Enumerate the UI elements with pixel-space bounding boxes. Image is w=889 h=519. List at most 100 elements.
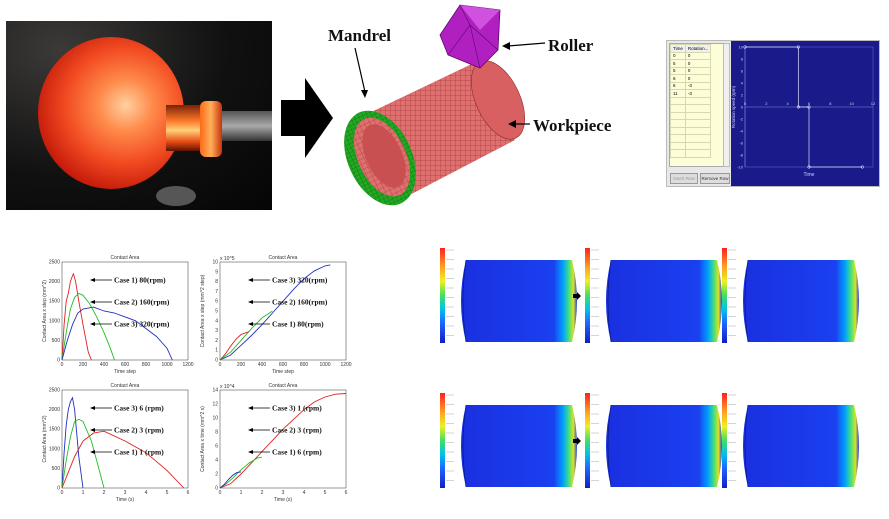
series-line xyxy=(219,331,250,361)
plot-area xyxy=(61,261,189,361)
x-tick-label: 200 xyxy=(237,362,246,368)
x-tick-label: 800 xyxy=(300,362,309,368)
x-tick-label: 8 xyxy=(829,101,832,106)
x-tick-label: 3 xyxy=(124,490,127,496)
annotation-arrowhead xyxy=(248,450,253,454)
x-tick-label: 200 xyxy=(79,362,88,368)
plot-area xyxy=(219,261,347,361)
rotation-point xyxy=(807,105,811,109)
y-tick-label: 0 xyxy=(741,105,744,110)
table-row[interactable]: 6-3 xyxy=(670,81,712,90)
y-tick-label: -6 xyxy=(739,141,743,146)
rotation-point xyxy=(743,45,747,49)
x-axis-label: Time step xyxy=(114,369,136,375)
y-tick-label: 2500 xyxy=(49,388,60,394)
series-line xyxy=(61,306,173,361)
cylinder-edge xyxy=(607,404,612,488)
color-legend-bar xyxy=(722,248,727,343)
contour-cylinder xyxy=(743,260,859,342)
y-tick-label: 1000 xyxy=(49,318,60,324)
cylinder-edge xyxy=(744,404,749,488)
workpiece-label: Workpiece xyxy=(533,116,612,135)
x-tick-label: 2 xyxy=(261,490,264,496)
contour-cylinder xyxy=(461,260,577,342)
insert-row-button[interactable]: Insert Row xyxy=(670,173,698,184)
right-arrow-icon xyxy=(573,292,581,300)
chart-title: Contact Area xyxy=(111,255,140,261)
y-tick-label: 8 xyxy=(215,430,218,436)
series-line xyxy=(61,430,185,489)
x-tick-label: 400 xyxy=(100,362,109,368)
series-line xyxy=(219,393,347,489)
rotation-point xyxy=(807,165,811,169)
table-row[interactable]: 11-3 xyxy=(670,89,712,98)
y-tick-label: 8 xyxy=(741,57,744,62)
annotation-arrowhead xyxy=(90,428,95,432)
x-tick-label: 6 xyxy=(345,490,348,496)
cylinder-edge xyxy=(607,259,612,343)
y-axis-label: Contact Area x time (mm^2 s) xyxy=(200,406,206,472)
y-tick-label: 14 xyxy=(212,388,218,394)
y-tick-label: 0 xyxy=(57,358,60,364)
annotation-arrowhead xyxy=(248,406,253,410)
series-line xyxy=(219,310,273,361)
annotation-arrowhead xyxy=(90,406,95,410)
col-time-header: Time xyxy=(670,44,686,53)
cylinder-edge xyxy=(462,259,467,343)
series-line xyxy=(61,396,84,489)
contour-cylinder xyxy=(606,405,722,487)
annotation-arrowhead xyxy=(248,428,253,432)
series-line xyxy=(219,264,331,361)
y-tick-label: 4 xyxy=(741,81,744,86)
y-tick-label: 0 xyxy=(215,358,218,364)
table-scrollbar[interactable] xyxy=(723,43,730,167)
rotation-point xyxy=(860,165,864,169)
annotation-label: Case 2) 160(rpm) xyxy=(114,298,170,307)
x-tick-label: 4 xyxy=(145,490,148,496)
color-legend-bar xyxy=(440,393,445,488)
x-tick-label: 600 xyxy=(121,362,130,368)
right-arrow-icon xyxy=(281,78,333,158)
annotation-label: Case 1) 80(rpm) xyxy=(114,276,166,285)
annotation-label: Case 3) 320(rpm) xyxy=(272,276,328,285)
color-legend-bar xyxy=(585,248,590,343)
y-tick-label: 5 xyxy=(215,309,218,315)
col-rotation-header: Rotation... xyxy=(684,44,712,53)
x-tick-label: 1200 xyxy=(340,362,351,368)
y-tick-label: 10 xyxy=(739,45,744,50)
y-tick-label: 2500 xyxy=(49,260,60,266)
color-legend-bar xyxy=(722,393,727,488)
series-line xyxy=(61,418,105,489)
y-tick-label: 6 xyxy=(215,444,218,450)
annotation-label: Case 1) 6 (rpm) xyxy=(272,448,322,457)
annotation-label: Case 1) 1 (rpm) xyxy=(114,448,164,457)
y-axis-label: Contact Area (mm^2) xyxy=(42,415,48,462)
rotation-line xyxy=(745,46,863,168)
y-tick-label: 4 xyxy=(215,318,218,324)
rotation-point xyxy=(796,105,800,109)
x-axis-label: Time step xyxy=(272,369,294,375)
x-tick-label: 4 xyxy=(787,101,790,106)
annotation-arrowhead xyxy=(90,322,95,326)
y-tick-label: 2000 xyxy=(49,407,60,413)
x-tick-label: 1000 xyxy=(161,362,172,368)
y-tick-label: 3 xyxy=(215,328,218,334)
annotation-label: Case 3) 320(rpm) xyxy=(114,320,170,329)
x-tick-label: 3 xyxy=(282,490,285,496)
cylinder-edge xyxy=(462,404,467,488)
x-tick-label: 12 xyxy=(871,101,876,106)
machine-part xyxy=(156,186,196,206)
x-tick-label: 10 xyxy=(849,101,854,106)
remove-row-button[interactable]: Remove Row xyxy=(700,173,730,184)
y-tick-label: 9 xyxy=(215,269,218,275)
y-tick-label: 2 xyxy=(215,472,218,478)
fe-model-diagram xyxy=(344,4,546,206)
